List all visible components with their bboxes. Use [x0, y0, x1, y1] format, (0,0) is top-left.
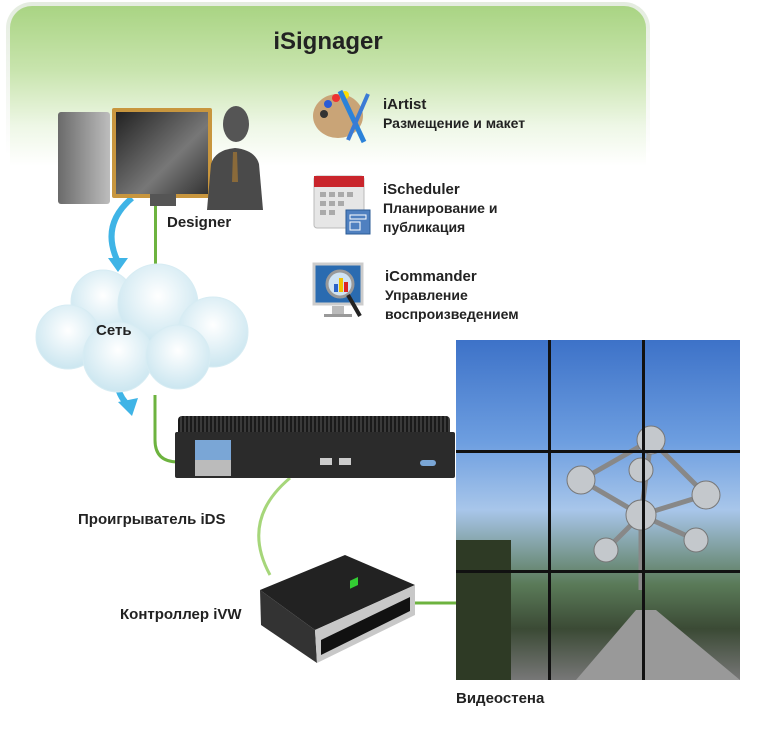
server-tower-icon	[58, 112, 110, 204]
ids-player-heatsink	[178, 416, 450, 434]
qnap-logo-plate	[195, 440, 231, 460]
diagram-title: iSignager	[273, 28, 383, 55]
video-wall	[456, 340, 740, 680]
monitor-icon	[112, 108, 212, 198]
videowall-label: Видеостена	[456, 690, 545, 707]
player-controller-line	[257, 476, 291, 576]
app-iartist-text: iArtist Размещение и макет	[383, 95, 543, 133]
atomium-image	[456, 425, 740, 680]
arrow-down-icon	[108, 195, 134, 264]
front-plate	[195, 460, 231, 476]
palette-icon	[313, 89, 370, 144]
app-name: iCommander	[385, 268, 477, 285]
person-silhouette-icon	[207, 106, 263, 210]
app-ischeduler-text: iScheduler Планирование и публикация	[383, 180, 543, 237]
monitor-magnifier-icon	[312, 262, 364, 317]
app-name: iArtist	[383, 96, 427, 113]
usb-port-icon	[320, 458, 332, 465]
ivw-controller-device	[260, 555, 415, 663]
cloud-icon	[35, 263, 249, 393]
network-label: Сеть	[96, 322, 132, 339]
app-icommander-text: iCommander Управление воспроизведением	[385, 267, 565, 324]
app-icommander	[312, 260, 372, 326]
arrow-head-icon	[108, 258, 128, 272]
calendar-icon	[313, 175, 371, 235]
power-button	[420, 460, 436, 466]
network-player-line	[153, 395, 179, 464]
wall-divider	[642, 340, 645, 680]
designer-network-line	[154, 205, 157, 270]
wall-divider	[548, 340, 551, 680]
usb-port-icon	[339, 458, 351, 465]
wall-divider	[456, 450, 740, 453]
monitor-stand	[150, 194, 176, 206]
app-description: Планирование и публикация	[383, 200, 498, 235]
arrow-head-icon-2	[118, 398, 138, 416]
designer-label: Designer	[167, 214, 232, 231]
app-ischeduler	[312, 174, 372, 235]
wall-divider	[456, 570, 740, 573]
app-iartist	[312, 86, 372, 146]
ids-player-device	[175, 432, 455, 478]
player-label: Проигрыватель iDS	[78, 511, 226, 528]
app-description: Размещение и макет	[383, 115, 526, 131]
app-name: iScheduler	[383, 181, 460, 198]
controller-label: Контроллер iVW	[120, 606, 242, 623]
app-description: Управление воспроизведением	[385, 287, 519, 322]
